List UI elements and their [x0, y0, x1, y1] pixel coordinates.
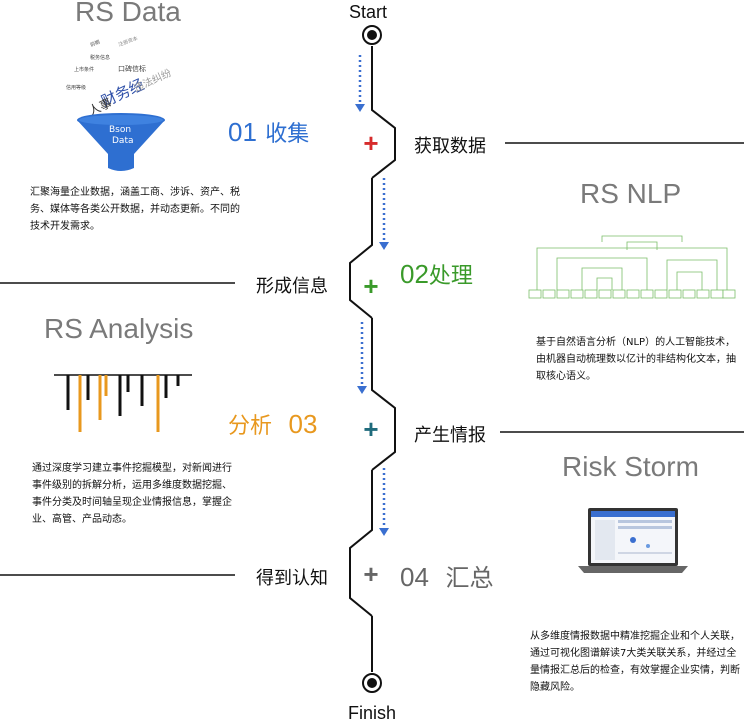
step-3-label: 分析 03 — [228, 408, 317, 440]
step-4-label: 04 汇总 — [400, 558, 493, 593]
rs-data-description: 汇聚海量企业数据，涵盖工商、涉诉、资产、税务、媒体等各类公开数据，并动态更新。不… — [30, 187, 240, 232]
dotted-arrow-4 — [379, 468, 389, 536]
dotted-arrow-2 — [379, 178, 389, 250]
wordcloud-word: 前期 — [89, 39, 101, 49]
step-1-label: 01 收集 — [228, 116, 309, 148]
step-2-plus-icon: + — [363, 271, 379, 301]
step-2-name: 处理 — [428, 264, 473, 289]
rs-nlp-description: 基于自然语言分析（NLP）的人工智能技术，由机器自动梳理数以亿计的非结构化文本，… — [536, 337, 736, 382]
step-2-label: 02处理 — [400, 258, 473, 290]
step-1-number: 01 — [228, 117, 257, 147]
step-4-side-label: 得到认知 — [256, 568, 328, 589]
step-3-plus-icon: + — [363, 414, 379, 444]
risk-storm-description: 从多维度情报数据中精准挖掘企业和个人关联，通过可视化图谱解读7大类关联关系，并经… — [530, 631, 740, 693]
step-1-plus-icon: + — [363, 128, 379, 158]
rs-analysis-description: 通过深度学习建立事件挖掘模型，对新闻进行事件级别的拆解分析，运用多维度数据挖掘、… — [32, 463, 232, 525]
step-3-side-label: 产生情报 — [414, 425, 486, 446]
wordcloud-word: 注册资本 — [117, 35, 139, 49]
rs-analysis-title: RS Analysis — [44, 313, 194, 344]
finish-label: Finish — [348, 703, 397, 723]
step-1-name: 收集 — [265, 122, 310, 147]
step-1-side-label: 获取数据 — [414, 136, 486, 157]
step-2-number: 02 — [400, 259, 429, 289]
finish-node-icon — [362, 673, 382, 693]
rs-data-title: RS Data — [75, 0, 181, 27]
step-4-number: 04 — [400, 562, 429, 592]
nlp-parse-tree-icon — [528, 235, 736, 299]
start-label: Start — [349, 2, 388, 22]
wordcloud-word: 信用等级 — [66, 85, 87, 91]
start-node-icon — [362, 25, 382, 45]
wordcloud-word: 上市条件 — [74, 67, 95, 73]
wordcloud-word: 口碑信标 — [118, 65, 146, 73]
step-2-side-label: 形成信息 — [256, 276, 328, 297]
step-4-plus-icon: + — [363, 559, 379, 589]
analysis-timeline-chart-icon — [54, 374, 192, 432]
step-4-name: 汇总 — [445, 564, 494, 592]
step-3-number: 03 — [288, 409, 318, 439]
step-3-name: 分析 — [228, 414, 273, 439]
funnel-label-data: Data — [112, 136, 134, 146]
laptop-icon — [578, 508, 688, 573]
dotted-arrow-1 — [355, 55, 365, 112]
funnel-label-bson: Bson — [109, 125, 132, 135]
funnel-icon — [77, 113, 165, 171]
rs-nlp-title: RS NLP — [580, 178, 682, 209]
wordcloud-word: 税务信息 — [90, 55, 111, 61]
timeline-spine — [349, 46, 396, 672]
dotted-arrow-3 — [357, 322, 367, 394]
wordcloud: 财务经 人事 违法纠纷 口碑信标 上市条件 信用等级 前期 注册资本 税务信息 — [60, 28, 180, 119]
risk-storm-title: Risk Storm — [562, 451, 699, 482]
